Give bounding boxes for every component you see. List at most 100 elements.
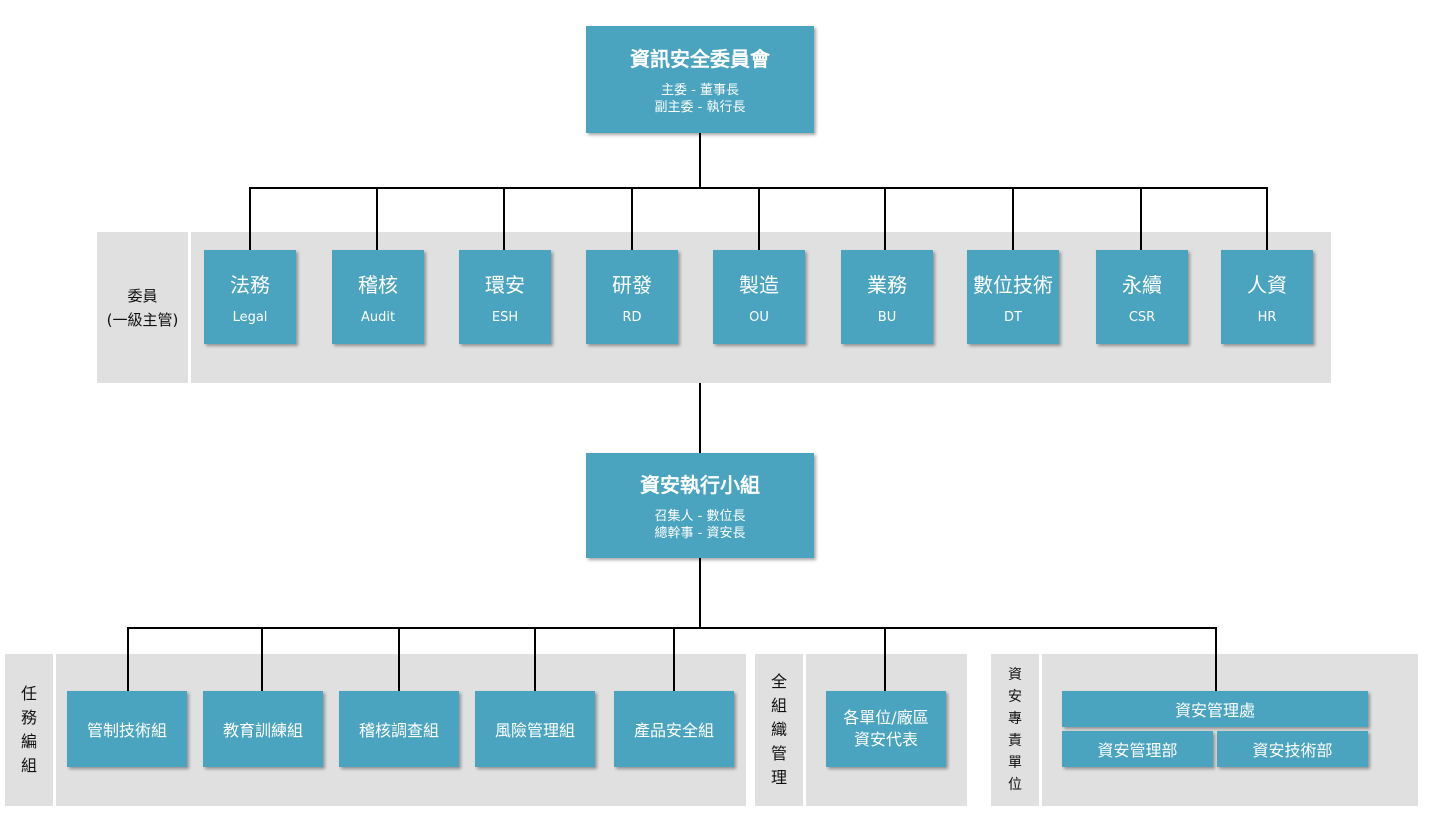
task-group-label: 教育訓練組: [222, 721, 303, 740]
task-group-box: 風險管理組: [475, 691, 595, 767]
connector: [673, 627, 675, 691]
member-box-esh: 環安 ESH: [459, 250, 551, 344]
task-group-box: 教育訓練組: [203, 691, 323, 767]
connector: [1266, 187, 1268, 250]
connector: [699, 383, 701, 453]
member-code: DT: [1004, 310, 1022, 325]
label-char: 專: [1008, 711, 1022, 727]
security-unit-label: 資 安 專 責 單 位: [991, 654, 1039, 806]
member-name: 研發: [612, 273, 652, 297]
connector: [1012, 187, 1014, 250]
task-group-label: 產品安全組: [633, 721, 714, 740]
connector: [1140, 187, 1142, 250]
connector: [503, 187, 505, 250]
security-office-label: 資安管理處: [1174, 701, 1255, 720]
connector: [398, 627, 400, 691]
connector: [884, 627, 886, 691]
member-name: 稽核: [358, 273, 398, 297]
exec-team-box: 資安執行小組 召集人 - 數位長 總幹事 - 資安長: [586, 453, 814, 558]
task-groups-label: 任 務 編 組: [5, 654, 53, 806]
members-label-line2: (一級主管): [106, 310, 179, 329]
label-char: 任: [20, 684, 37, 703]
label-char: 組: [20, 756, 37, 775]
member-name: 人資: [1247, 273, 1287, 297]
security-tech-dept-box: 資安技術部: [1217, 731, 1368, 767]
committee-vice-chair: 副主委 - 執行長: [654, 100, 746, 115]
connector: [1215, 627, 1217, 691]
member-name: 製造: [739, 273, 779, 297]
member-code: RD: [622, 310, 642, 325]
task-group-label: 風險管理組: [494, 721, 575, 740]
committee-chair: 主委 - 董事長: [661, 83, 739, 98]
label-char: 安: [1008, 689, 1022, 705]
rep-line1: 各單位/廠區: [843, 708, 929, 727]
member-name: 數位技術: [973, 273, 1053, 297]
security-tech-dept-label: 資安技術部: [1252, 741, 1333, 760]
member-box-legal: 法務 Legal: [204, 250, 296, 344]
member-code: BU: [877, 310, 897, 325]
members-label: 委員 (一級主管): [97, 232, 188, 383]
members-label-panel: [97, 232, 188, 383]
member-name: 法務: [230, 273, 270, 297]
security-mgmt-dept-box: 資安管理部: [1062, 731, 1213, 767]
label-char: 理: [770, 768, 787, 787]
member-code: ESH: [491, 310, 519, 325]
member-box-csr: 永續 CSR: [1096, 250, 1188, 344]
task-group-box: 產品安全組: [614, 691, 734, 767]
exec-team-convener: 召集人 - 數位長: [654, 509, 746, 524]
label-char: 管: [770, 744, 787, 763]
security-mgmt-dept-label: 資安管理部: [1097, 741, 1178, 760]
connector: [758, 187, 760, 250]
label-char: 單: [1008, 755, 1022, 771]
member-box-audit: 稽核 Audit: [332, 250, 424, 344]
task-group-label: 稽核調查組: [358, 721, 439, 740]
label-char: 全: [770, 672, 787, 691]
member-name: 業務: [867, 273, 907, 297]
unit-representative-box: 各單位/廠區 資安代表: [826, 691, 946, 767]
member-code: OU: [749, 310, 769, 325]
task-group-label: 管制技術組: [86, 721, 167, 740]
member-code: Legal: [232, 310, 268, 325]
connector: [127, 627, 129, 691]
org-label-panel: [755, 654, 803, 806]
committee-title: 資訊安全委員會: [630, 47, 770, 71]
org-management-label: 全 組 織 管 理: [755, 654, 803, 806]
member-box-rd: 研發 RD: [586, 250, 678, 344]
connector: [249, 187, 251, 250]
exec-team-title: 資安執行小組: [640, 473, 760, 497]
member-name: 永續: [1122, 273, 1162, 297]
connector: [884, 187, 886, 250]
task-group-box: 管制技術組: [67, 691, 187, 767]
security-office-box: 資安管理處: [1062, 691, 1368, 727]
connector: [699, 558, 701, 628]
label-char: 組: [770, 696, 787, 715]
label-char: 務: [20, 708, 37, 727]
member-name: 環安: [485, 273, 525, 297]
task-group-box: 稽核調查組: [339, 691, 459, 767]
connector: [699, 133, 701, 188]
rep-line2: 資安代表: [853, 730, 918, 749]
task-label-panel: [5, 654, 53, 806]
label-char: 編: [20, 732, 37, 751]
unit-panel: [1042, 654, 1418, 806]
connector: [631, 187, 633, 250]
unit-label-panel: [991, 654, 1039, 806]
connector: [376, 187, 378, 250]
member-code: CSR: [1128, 310, 1156, 325]
exec-team-secretary: 總幹事 - 資安長: [654, 526, 746, 541]
member-box-ou: 製造 OU: [713, 250, 805, 344]
member-box-bu: 業務 BU: [841, 250, 933, 344]
member-code: HR: [1257, 310, 1277, 325]
member-code: Audit: [360, 310, 396, 325]
connector: [534, 627, 536, 691]
members-label-line1: 委員: [127, 286, 158, 305]
label-char: 責: [1008, 733, 1022, 749]
label-char: 織: [770, 720, 787, 739]
connector: [261, 627, 263, 691]
label-char: 資: [1008, 667, 1022, 683]
member-box-dt: 數位技術 DT: [967, 250, 1059, 344]
label-char: 位: [1008, 777, 1022, 793]
security-committee-box: 資訊安全委員會 主委 - 董事長 副主委 - 執行長: [586, 26, 814, 133]
member-box-hr: 人資 HR: [1221, 250, 1313, 344]
connector: [127, 627, 1217, 629]
